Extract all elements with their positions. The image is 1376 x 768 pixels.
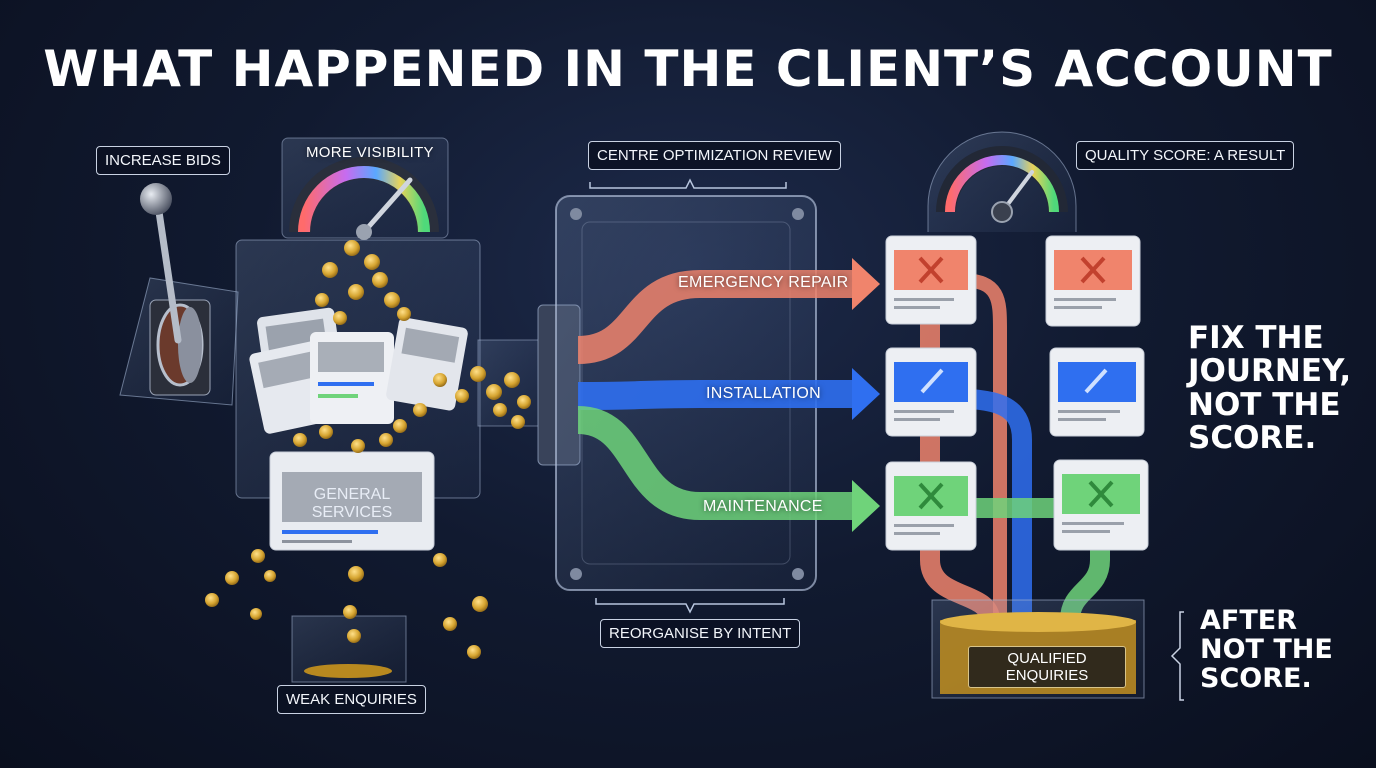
ad-card xyxy=(310,332,394,424)
ad-card xyxy=(386,317,468,411)
page-title: WHAT HAPPENED IN THE CLIENT’S ACCOUNT xyxy=(43,40,1333,98)
qualified-enquiries-label: QUALIFIED ENQUIRIES xyxy=(968,646,1126,688)
flow-emergency xyxy=(577,258,880,364)
landing-card-emergency-b xyxy=(1045,235,1141,327)
increase-bids-tag: INCREASE BIDS xyxy=(96,146,230,175)
general-services-card xyxy=(269,451,435,551)
fix-line: FIX THE xyxy=(1188,320,1324,356)
flow-label-installation: INSTALLATION xyxy=(706,385,822,402)
landing-card-maintenance xyxy=(885,461,977,551)
fix-line: SCORE. xyxy=(1188,420,1317,457)
after-bracket xyxy=(1170,611,1184,701)
review-tag: CENTRE OPTIMIZATION REVIEW xyxy=(588,141,841,170)
coins xyxy=(205,240,531,659)
after-text: AFTER NOT THE SCORE. xyxy=(1200,605,1333,695)
general-services-label: GENERAL SERVICES xyxy=(311,486,393,521)
after-line: NOT THE xyxy=(1200,634,1333,666)
bid-lever xyxy=(119,183,239,406)
pipes xyxy=(920,273,1110,622)
flow-label-emergency: EMERGENCY REPAIR xyxy=(678,274,849,291)
after-line: SCORE. xyxy=(1200,663,1312,695)
visibility-gauge xyxy=(289,157,439,240)
flow-label-maintenance: MAINTENANCE xyxy=(703,498,823,515)
quality-gauge xyxy=(927,131,1077,232)
quality-score-tag: QUALITY SCORE: A RESULT xyxy=(1076,141,1295,170)
after-line: AFTER xyxy=(1200,605,1297,636)
fix-line: NOT THE xyxy=(1188,386,1341,423)
weak-enquiries-box xyxy=(291,615,407,683)
landing-card-installation xyxy=(885,347,977,437)
fix-line: JOURNEY, xyxy=(1188,353,1352,390)
weak-enquiries-tag: WEAK ENQUIRIES xyxy=(277,685,426,714)
flow-maintenance xyxy=(576,406,880,532)
more-visibility-label: MORE VISIBILITY xyxy=(306,144,434,161)
flow-installation xyxy=(577,368,880,420)
landing-card-emergency xyxy=(885,235,977,325)
reorganise-tag: REORGANISE BY INTENT xyxy=(600,619,801,648)
spend-box xyxy=(235,137,581,683)
landing-card-maintenance-b xyxy=(1053,459,1149,551)
landing-card-installation-b xyxy=(1049,347,1145,437)
fix-the-journey-text: FIX THE JOURNEY, NOT THE SCORE. xyxy=(1188,320,1352,457)
